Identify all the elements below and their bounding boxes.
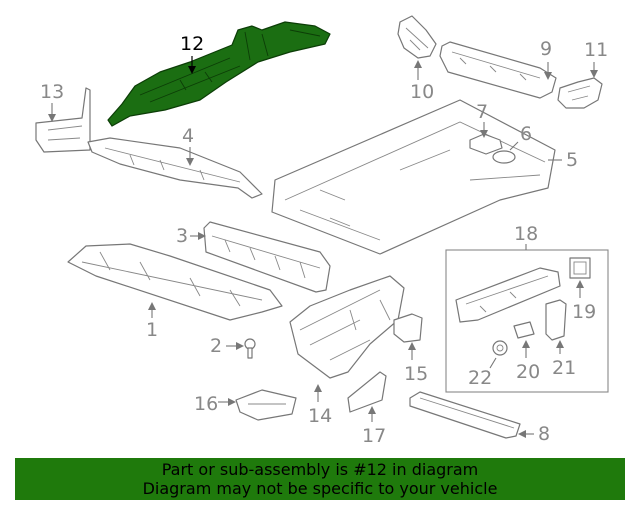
part-21[interactable] [545,299,567,341]
callout-16: 16 [194,393,236,415]
part-5[interactable] [271,99,556,255]
part-6[interactable] [492,150,516,164]
svg-text:13: 13 [40,81,64,103]
callout-20: 20 [516,340,540,383]
parts-diagram: 12 13 4 10 9 [35,15,609,447]
callout-6: 6 [509,123,532,151]
callout-22: 22 [468,357,497,389]
callout-1: 1 [146,302,158,341]
part-10[interactable] [397,15,437,59]
part-8[interactable] [409,391,521,439]
callout-11: 11 [584,39,608,78]
callout-7: 7 [476,101,488,138]
part-4[interactable] [87,137,263,199]
callout-19: 19 [572,280,596,323]
svg-text:6: 6 [520,123,532,145]
svg-text:8: 8 [538,423,550,445]
svg-text:15: 15 [404,363,428,385]
callout-10: 10 [410,60,434,103]
svg-text:3: 3 [176,225,188,247]
callout-2: 2 [210,335,244,357]
callout-18: 18 [514,223,538,250]
svg-text:19: 19 [572,301,596,323]
info-banner: Part or sub-assembly is #12 in diagram D… [15,458,625,500]
callout-4: 4 [182,125,194,166]
svg-text:11: 11 [584,39,608,61]
svg-text:12: 12 [180,33,204,55]
callout-3: 3 [176,225,206,247]
callout-5: 5 [548,149,578,171]
svg-text:18: 18 [514,223,538,245]
svg-text:4: 4 [182,125,194,147]
callout-17: 17 [362,406,386,447]
part-1[interactable] [67,243,283,321]
callout-9: 9 [540,38,552,80]
callout-21: 21 [552,340,576,379]
part-18-rail[interactable] [455,267,561,323]
svg-text:2: 2 [210,335,222,357]
part-14[interactable] [289,275,405,379]
callout-13: 13 [40,81,64,122]
banner-line-2: Diagram may not be specific to your vehi… [142,479,498,498]
callout-14: 14 [308,384,332,427]
part-9[interactable] [439,41,557,99]
svg-text:17: 17 [362,425,386,447]
part-19[interactable] [569,257,591,279]
part-3[interactable] [203,221,331,293]
part-13[interactable] [35,87,91,153]
callout-8: 8 [518,423,550,445]
svg-text:9: 9 [540,38,552,60]
svg-text:10: 10 [410,81,434,103]
part-12-highlighted[interactable] [107,21,331,127]
svg-text:7: 7 [476,101,488,123]
svg-text:16: 16 [194,393,218,415]
banner-line-1: Part or sub-assembly is #12 in diagram [161,460,479,479]
part-16[interactable] [235,389,297,421]
callout-15: 15 [404,342,428,385]
part-11[interactable] [557,77,603,109]
group-18-box [445,249,609,393]
callout-12: 12 [180,33,204,74]
svg-text:21: 21 [552,357,576,379]
part-2[interactable] [244,338,256,359]
part-15[interactable] [393,313,423,343]
part-20[interactable] [513,321,535,339]
svg-text:14: 14 [308,405,332,427]
part-17[interactable] [347,371,387,413]
svg-text:5: 5 [566,149,578,171]
svg-text:1: 1 [146,319,158,341]
part-22[interactable] [492,340,508,356]
svg-text:20: 20 [516,361,540,383]
svg-text:22: 22 [468,367,492,389]
